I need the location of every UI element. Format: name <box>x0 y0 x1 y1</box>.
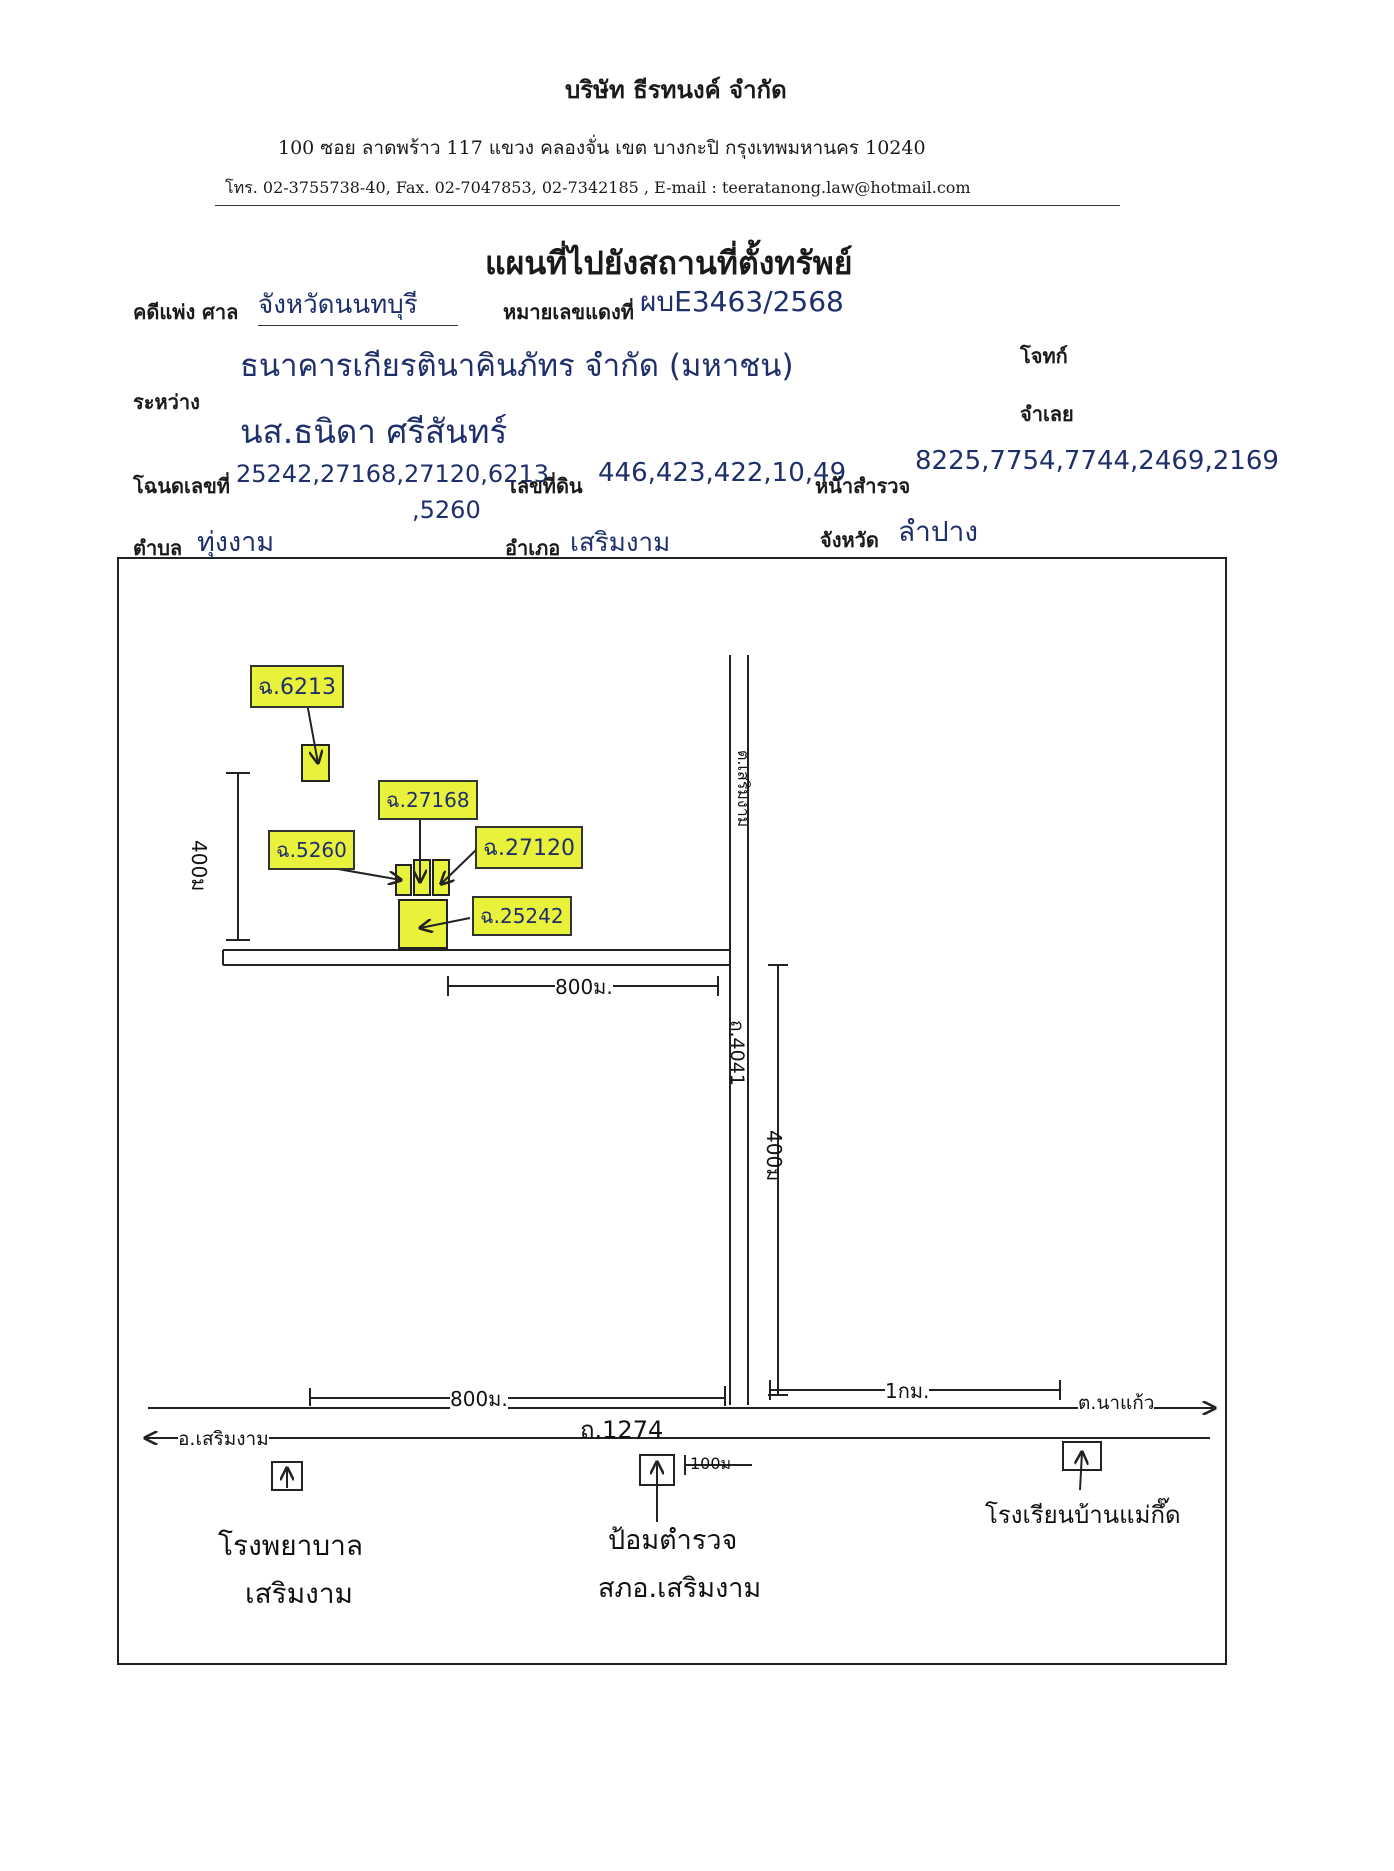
distance-left-vertical <box>226 772 250 941</box>
distance-lower-left-label: 800ม. <box>450 1383 508 1415</box>
document-title: แผนที่ไปยังสถานที่ตั้งทรัพย์ <box>485 244 853 282</box>
parcel-27120-label: ฉ.27120 <box>475 826 583 869</box>
defendant-role: จำเลย <box>1020 402 1074 426</box>
school-marker <box>1062 1441 1102 1491</box>
header-divider <box>215 205 1120 206</box>
court-label: คดีแพ่ง ศาล <box>133 300 239 324</box>
top-road <box>222 949 730 966</box>
police-label-line1: ป้อมตำรวจ <box>608 1525 738 1556</box>
road-4041 <box>729 655 749 1405</box>
between-label: ระหว่าง <box>133 390 200 414</box>
deed-label: โฉนดเลขที่ <box>133 474 230 498</box>
distance-left-vertical-label: 400ม <box>187 840 211 892</box>
road-4041-label: ถ.4041 <box>726 1020 748 1086</box>
province-value: ลำปาง <box>898 515 979 548</box>
plaintiff-name: ธนาคารเกียรตินาคินภัทร จำกัด (มหาชน) <box>240 348 794 384</box>
case-number-label: หมายเลขแดงที่ <box>503 300 634 324</box>
top-road-label: ต.เสริมงาม <box>734 750 753 828</box>
map-frame <box>117 557 1227 1665</box>
court-value: จังหวัดนนทบุรี <box>258 284 458 326</box>
road-1274-label: ถ.1274 <box>580 1416 664 1444</box>
company-name: บริษัท ธีรทนงค์ จำกัด <box>565 75 787 104</box>
hospital-label-line2: เสริมงาม <box>245 1577 354 1610</box>
parcel-27168-label: ฉ.27168 <box>378 780 478 820</box>
distance-middle-vertical-label: 400ม <box>762 1130 786 1182</box>
police-marker <box>639 1454 675 1522</box>
hospital-label-line1: โรงพยาบาล <box>218 1529 363 1562</box>
distance-police-offset <box>684 1455 752 1475</box>
plaintiff-role: โจทก์ <box>1020 344 1068 368</box>
subdistrict-value: ทุ่งงาม <box>197 527 275 558</box>
company-address: 100 ซอย ลาดพร้าว 117 แขวง คลองจั่น เขต บ… <box>278 137 926 159</box>
school-label: โรงเรียนบ้านแม่กึ๊ด <box>985 1501 1181 1529</box>
distance-middle-vertical <box>768 964 788 1396</box>
naakaew-direction-label: ต.นาแก้ว <box>1078 1388 1155 1418</box>
deed-value: 25242,27168,27120,6213 <box>236 460 550 488</box>
land-number-label: เลขที่ดิน <box>510 474 583 498</box>
survey-page-value: 8225,7754,7744,2469,2169 <box>915 446 1279 476</box>
distance-lower-left <box>309 1386 726 1406</box>
parcel-6213-label: ฉ.6213 <box>250 665 344 708</box>
province-label: จังหวัด <box>820 528 879 552</box>
land-number-value: 446,423,422,10,49 <box>598 458 847 488</box>
parcel-5260-label: ฉ.5260 <box>268 830 355 870</box>
distance-lower-right-label: 1กม. <box>885 1375 930 1407</box>
subdistrict-label: ตำบล <box>133 536 183 560</box>
parcel-27168-box <box>413 859 431 896</box>
company-contact: โทร. 02-3755738-40, Fax. 02-7047853, 02-… <box>225 178 971 197</box>
survey-page-label: หน้าสำรวจ <box>815 474 911 498</box>
road-1274 <box>148 1407 1210 1439</box>
defendant-name: นส.ธนิดา ศรีสันทร์ <box>240 412 508 451</box>
parcel-25242-label: ฉ.25242 <box>472 896 572 936</box>
district-label: อำเภอ <box>505 536 561 560</box>
distance-police-label: 100ม <box>690 1454 732 1473</box>
district-value: เสริมงาม <box>570 528 671 558</box>
deed-value-continued: ,5260 <box>412 496 481 524</box>
hospital-marker <box>271 1461 303 1491</box>
amphoe-direction-label: อ.เสริมงาม <box>178 1424 269 1454</box>
case-number-value: ผบE3463/2568 <box>640 285 844 318</box>
police-label-line2: สภอ.เสริมงาม <box>598 1573 762 1604</box>
distance-upper-label: 800ม. <box>555 971 613 1003</box>
